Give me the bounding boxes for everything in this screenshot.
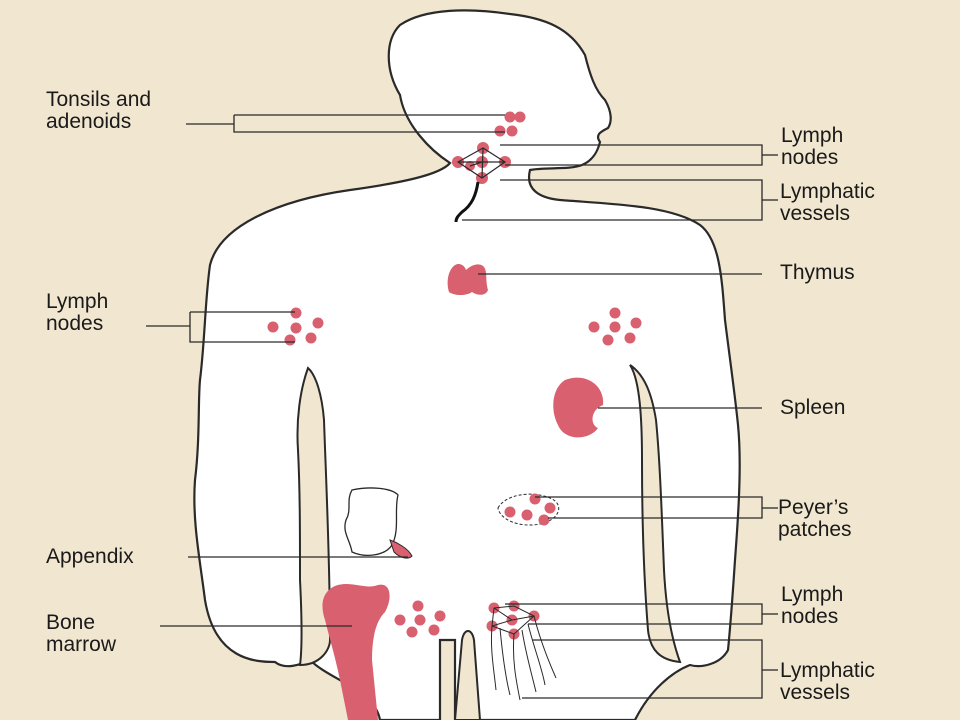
label-peyers-patches: Peyer’s patches xyxy=(778,496,852,541)
label-lymph-nodes-inguinal: Lymph nodes xyxy=(781,583,844,628)
label-lymphatic-vessels-leg: Lymphatic vessels xyxy=(780,659,875,704)
leg-lymphatic-vessel-lines xyxy=(490,605,557,701)
thymus-shape xyxy=(447,263,488,295)
left-inguinal-nodes xyxy=(394,600,446,638)
neck-node-connections xyxy=(456,147,507,179)
peyers-patches-nodes xyxy=(504,493,556,526)
label-lymph-nodes-neck: Lymph nodes xyxy=(781,124,844,169)
cecum-outline xyxy=(344,487,399,556)
appendix-shape xyxy=(389,539,413,559)
peyers-patches-outline xyxy=(497,493,560,526)
left-axillary-nodes xyxy=(267,307,324,346)
left-armpit-gap xyxy=(296,366,332,667)
neck-lymphatic-vessel xyxy=(454,181,480,223)
label-thymus: Thymus xyxy=(780,261,855,284)
label-appendix: Appendix xyxy=(46,545,134,568)
right-axillary-nodes xyxy=(588,307,642,346)
label-spleen: Spleen xyxy=(780,396,846,419)
label-tonsils-adenoids: Tonsils and adenoids xyxy=(46,88,152,133)
label-bone-marrow: Bone marrow xyxy=(46,611,117,656)
label-lymphatic-vessels-neck: Lymphatic vessels xyxy=(780,180,875,225)
leader-lines xyxy=(146,114,778,699)
body-outline xyxy=(193,9,741,720)
tonsils-adenoids-nodes xyxy=(494,111,526,137)
spleen-shape xyxy=(553,377,604,438)
femur-bone-marrow xyxy=(322,584,390,720)
right-armpit-gap xyxy=(629,364,682,664)
crotch-gap xyxy=(453,630,482,720)
label-lymph-nodes-axillary: Lymph nodes xyxy=(46,290,109,335)
